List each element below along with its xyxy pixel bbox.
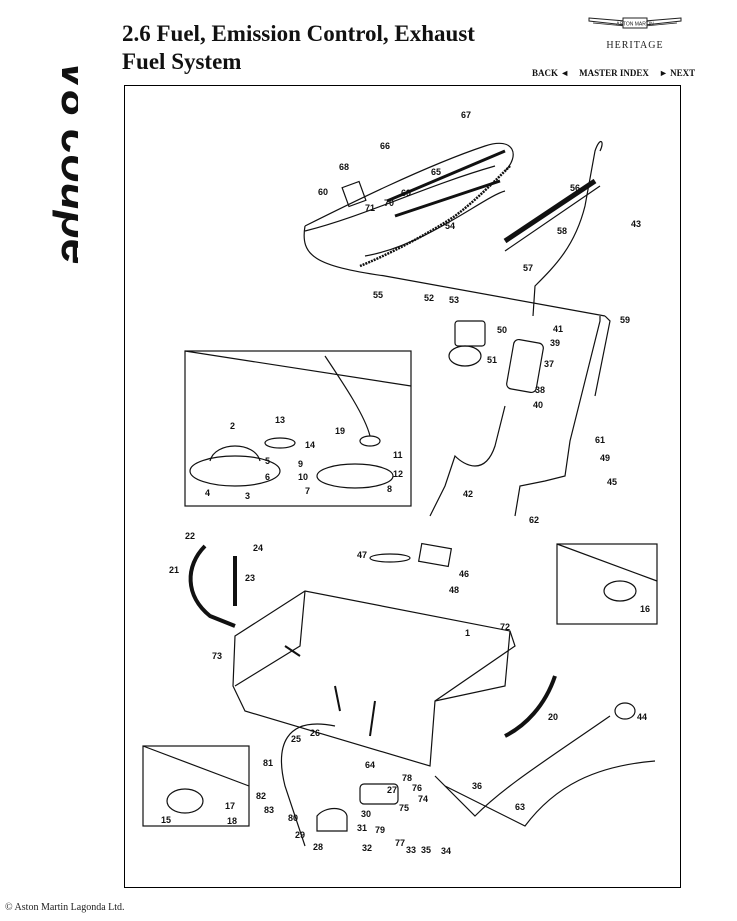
copyright-notice: © Aston Martin Lagonda Ltd. <box>5 902 125 913</box>
part-callout-2: 2 <box>230 421 235 431</box>
part-callout-8: 8 <box>387 484 392 494</box>
part-callout-54: 54 <box>445 221 455 231</box>
part-callout-10: 10 <box>298 472 308 482</box>
part-callout-17: 17 <box>225 801 235 811</box>
part-callout-49: 49 <box>600 453 610 463</box>
part-callout-55: 55 <box>373 290 383 300</box>
heritage-label: HERITAGE <box>606 40 664 51</box>
part-callout-65: 65 <box>431 167 441 177</box>
part-callout-16: 16 <box>640 604 650 614</box>
part-callout-53: 53 <box>449 295 459 305</box>
v8-coupe-logo-icon: V8 coupe <box>18 30 104 410</box>
part-callout-20: 20 <box>548 712 558 722</box>
brand-logo-text: ASTON MARTIN <box>616 22 654 28</box>
part-callout-24: 24 <box>253 543 263 553</box>
part-callout-60: 60 <box>318 187 328 197</box>
part-callout-27: 27 <box>387 785 397 795</box>
part-callout-43: 43 <box>631 219 641 229</box>
next-link[interactable]: ► NEXT <box>658 68 696 78</box>
part-callout-72: 72 <box>500 622 510 632</box>
part-callout-42: 42 <box>463 489 473 499</box>
part-callout-44: 44 <box>637 712 647 722</box>
part-callout-70: 70 <box>384 198 394 208</box>
part-callout-83: 83 <box>264 805 274 815</box>
brand-badge: ASTON MARTIN HERITAGE <box>585 12 685 51</box>
page-title-line1: 2.6 Fuel, Emission Control, Exhaust <box>122 21 475 46</box>
part-callout-26: 26 <box>310 728 320 738</box>
part-callout-69: 69 <box>401 188 411 198</box>
part-callout-28: 28 <box>313 842 323 852</box>
part-callout-7: 7 <box>305 486 310 496</box>
part-callout-79: 79 <box>375 825 385 835</box>
part-callout-25: 25 <box>291 734 301 744</box>
part-callout-18: 18 <box>227 816 237 826</box>
part-callout-21: 21 <box>169 565 179 575</box>
page-navigation: BACK ◄ MASTER INDEX ► NEXT <box>532 68 695 78</box>
part-callout-47: 47 <box>357 550 367 560</box>
part-callout-38: 38 <box>535 385 545 395</box>
part-callout-59: 59 <box>620 315 630 325</box>
part-callout-35: 35 <box>421 845 431 855</box>
part-callout-61: 61 <box>595 435 605 445</box>
part-callout-51: 51 <box>487 355 497 365</box>
part-callout-4: 4 <box>205 488 210 498</box>
part-callout-37: 37 <box>544 359 554 369</box>
part-callout-29: 29 <box>295 830 305 840</box>
part-callout-58: 58 <box>557 226 567 236</box>
part-callout-15: 15 <box>161 815 171 825</box>
part-callout-13: 13 <box>275 415 285 425</box>
part-callout-9: 9 <box>298 459 303 469</box>
part-callout-80: 80 <box>288 813 298 823</box>
part-callout-63: 63 <box>515 802 525 812</box>
part-callout-3: 3 <box>245 491 250 501</box>
part-callout-76: 76 <box>412 783 422 793</box>
part-callout-50: 50 <box>497 325 507 335</box>
part-callout-32: 32 <box>362 843 372 853</box>
part-callout-40: 40 <box>533 400 543 410</box>
part-callout-14: 14 <box>305 440 315 450</box>
part-callout-22: 22 <box>185 531 195 541</box>
part-callout-11: 11 <box>393 450 403 460</box>
part-callout-62: 62 <box>529 515 539 525</box>
part-callout-66: 66 <box>380 141 390 151</box>
part-callout-73: 73 <box>212 651 222 661</box>
part-callout-74: 74 <box>418 794 428 804</box>
part-callout-82: 82 <box>256 791 266 801</box>
part-callout-12: 12 <box>393 469 403 479</box>
page-title-line2: Fuel System <box>122 49 242 74</box>
master-index-link[interactable]: MASTER INDEX <box>579 68 649 78</box>
part-callout-67: 67 <box>461 110 471 120</box>
part-callout-52: 52 <box>424 293 434 303</box>
part-callout-31: 31 <box>357 823 367 833</box>
part-callout-30: 30 <box>361 809 371 819</box>
part-callout-45: 45 <box>607 477 617 487</box>
part-callout-33: 33 <box>406 845 416 855</box>
part-callout-56: 56 <box>570 183 580 193</box>
part-callout-81: 81 <box>263 758 273 768</box>
part-callout-46: 46 <box>459 569 469 579</box>
part-callout-34: 34 <box>441 846 451 856</box>
part-callout-5: 5 <box>265 456 270 466</box>
part-callout-36: 36 <box>472 781 482 791</box>
part-callout-41: 41 <box>553 324 563 334</box>
part-callout-6: 6 <box>265 472 270 482</box>
part-callout-71: 71 <box>365 203 375 213</box>
part-callout-75: 75 <box>399 803 409 813</box>
part-callout-57: 57 <box>523 263 533 273</box>
aston-martin-wings-icon: ASTON MARTIN <box>588 17 682 29</box>
side-logo-text: V8 coupe <box>52 60 78 265</box>
part-callout-77: 77 <box>395 838 405 848</box>
part-callout-64: 64 <box>365 760 375 770</box>
part-callout-23: 23 <box>245 573 255 583</box>
part-callout-39: 39 <box>550 338 560 348</box>
page-title: 2.6 Fuel, Emission Control, Exhaust Fuel… <box>122 20 475 76</box>
back-link[interactable]: BACK ◄ <box>532 68 570 78</box>
part-callout-48: 48 <box>449 585 459 595</box>
part-callout-68: 68 <box>339 162 349 172</box>
part-callout-19: 19 <box>335 426 345 436</box>
part-callout-1: 1 <box>465 628 470 638</box>
part-callout-78: 78 <box>402 773 412 783</box>
